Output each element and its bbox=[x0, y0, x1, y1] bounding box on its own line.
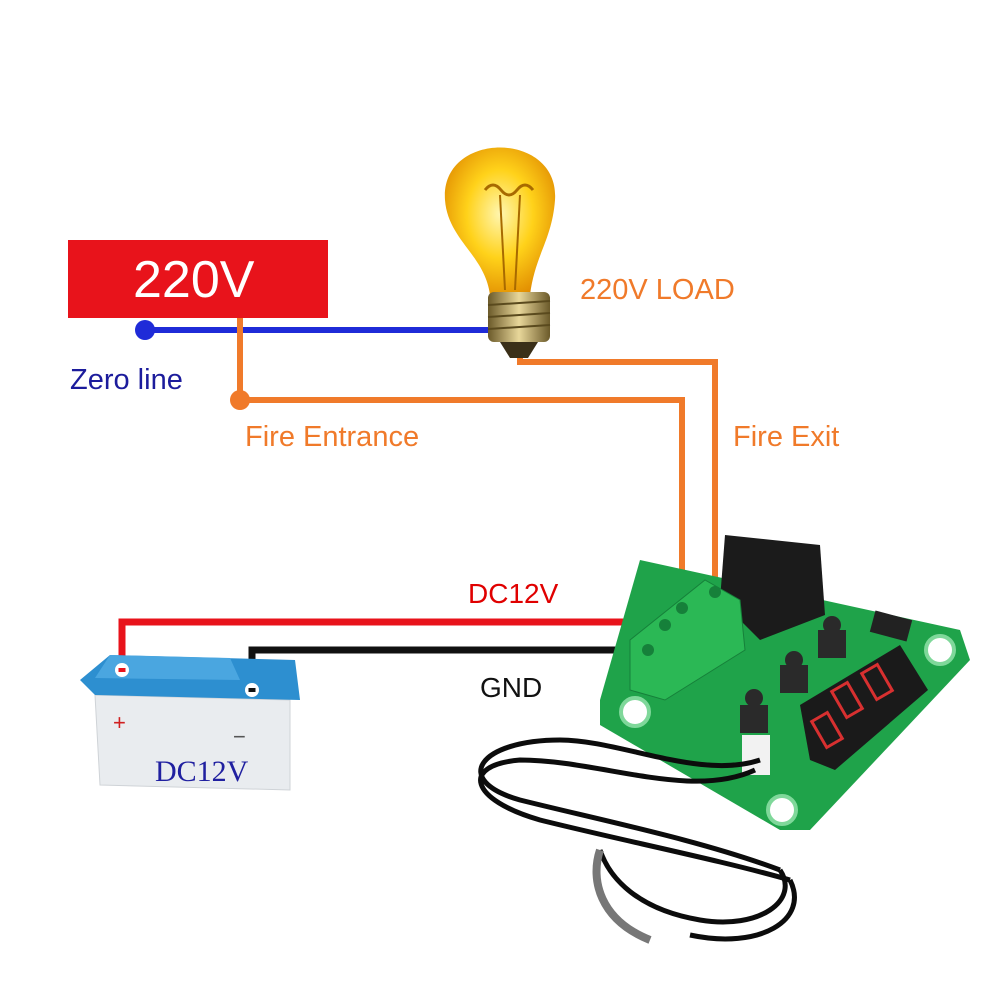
fire-entrance-label: Fire Entrance bbox=[245, 421, 420, 453]
neutral-wire bbox=[135, 320, 500, 340]
fire-entrance-wire bbox=[230, 318, 685, 608]
battery-plus-label: + bbox=[113, 710, 126, 735]
relay bbox=[720, 535, 825, 640]
fire-exit-wire bbox=[517, 352, 718, 592]
supply-box bbox=[68, 240, 328, 318]
terminal-block bbox=[629, 579, 746, 701]
dc12v-wire-label: DC12V bbox=[468, 578, 559, 609]
supply-voltage-label: 220V bbox=[133, 251, 255, 309]
positive-wire bbox=[118, 618, 665, 668]
temperature-probe-cable bbox=[478, 737, 797, 944]
led-display bbox=[800, 645, 928, 770]
gnd-wire-label: GND bbox=[480, 672, 543, 703]
zero-line-label: Zero line bbox=[70, 364, 183, 396]
fire-exit-label: Fire Exit bbox=[733, 421, 840, 453]
thermostat-module bbox=[600, 535, 970, 830]
battery-minus-label: − bbox=[233, 724, 246, 749]
buttons bbox=[740, 616, 846, 733]
load-label: 220V LOAD bbox=[580, 274, 735, 306]
ground-wire bbox=[248, 646, 645, 692]
battery-icon bbox=[80, 655, 300, 791]
light-bulb-icon bbox=[444, 147, 556, 358]
battery-voltage-label: DC12V bbox=[155, 755, 249, 788]
